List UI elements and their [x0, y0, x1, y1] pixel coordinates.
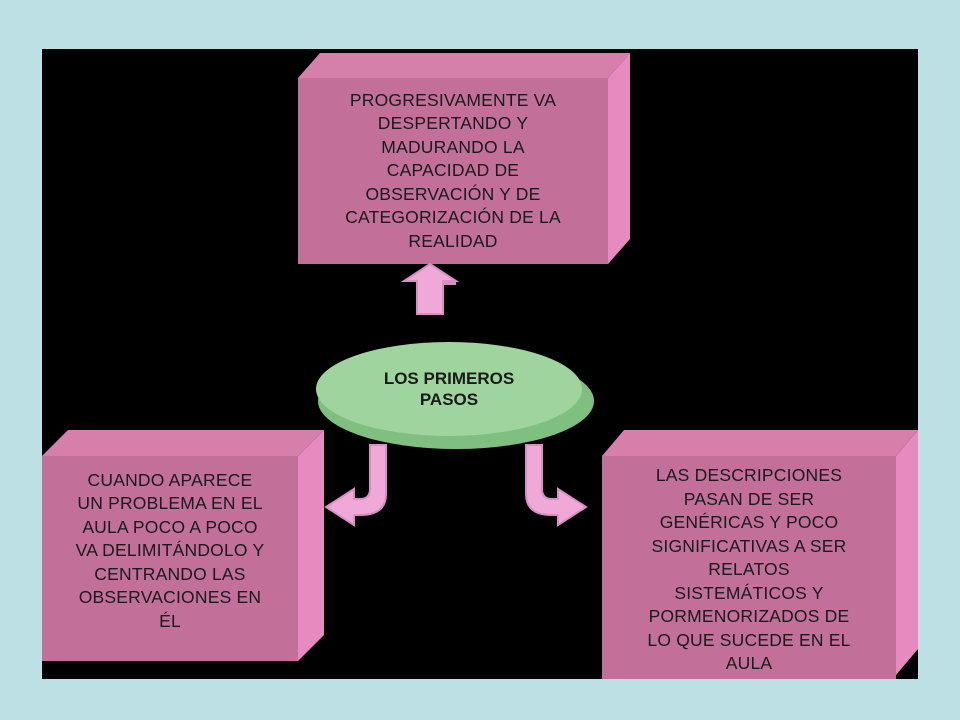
right-box-top-face: [602, 430, 918, 456]
left-curved-arrow: [324, 444, 387, 527]
left-box-top-face: [42, 430, 324, 456]
slide: PROGRESIVAMENTE VA DESPERTANDO Y MADURAN…: [42, 49, 918, 679]
center-label: LOS PRIMEROS PASOS: [383, 369, 515, 409]
top-box-side-face: [608, 53, 630, 264]
top-box: [298, 53, 630, 264]
left-box-side-face: [298, 430, 324, 661]
left-box-text: CUANDO APARECE UN PROBLEMA EN EL AULA PO…: [75, 469, 265, 631]
up-arrow: [400, 262, 460, 315]
diagram-canvas: [42, 53, 918, 679]
right-box: [602, 430, 918, 679]
center-ellipse-top: [316, 342, 582, 436]
left-box-front-face: [42, 456, 298, 661]
top-box-text: PROGRESIVAMENTE VA DESPERTANDO Y MADURAN…: [345, 89, 561, 251]
right-box-text: LAS DESCRIPCIONES PASAN DE SER GENÉRICAS…: [647, 465, 851, 674]
top-box-front-face: [298, 78, 608, 264]
right-box-side-face: [896, 430, 918, 675]
center-ellipse: [316, 342, 594, 449]
right-curved-arrow: [525, 444, 588, 527]
top-box-top-face: [298, 53, 630, 78]
right-box-front-face: [602, 456, 896, 679]
left-box: [42, 430, 324, 661]
